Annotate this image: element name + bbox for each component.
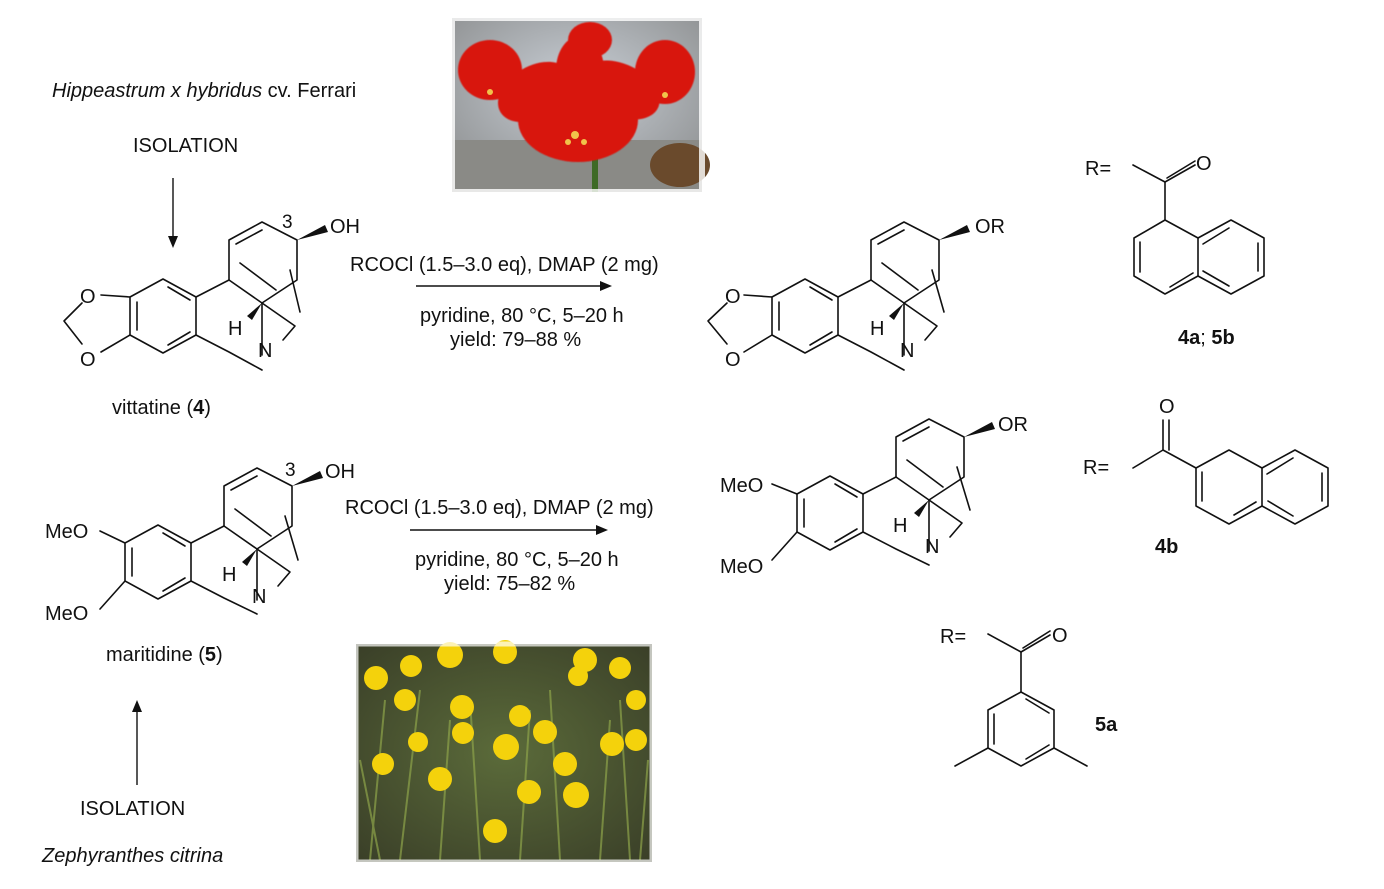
r2-naphthoyl-2-structure [1132, 419, 1329, 525]
bottom-isolation-arrowhead [132, 700, 142, 712]
vittatine-structure [63, 221, 328, 371]
vittatine-c3: 3 [282, 212, 293, 233]
maritidine-label: maritidine (5) [106, 644, 223, 666]
amaryllis-photo [449, 15, 710, 195]
maritidine-structure [99, 467, 323, 615]
maritidine-c3: 3 [285, 460, 296, 481]
product-top-o2: O [725, 349, 741, 371]
top-yield: yield: 79–88 % [450, 329, 581, 351]
r1-compound-labels: 4a; 5b [1178, 327, 1235, 349]
product-top-or: OR [975, 216, 1005, 238]
top-reagents: RCOCl (1.5–3.0 eq), DMAP (2 mg) [350, 254, 659, 276]
vittatine-o2: O [80, 349, 96, 371]
vittatine-o1: O [80, 286, 96, 308]
product-bottom-h: H [893, 515, 907, 537]
product-bottom-structure [771, 418, 995, 566]
bottom-reaction-arrowhead [596, 525, 608, 535]
top-isolation-label: ISOLATION [133, 135, 238, 157]
product-top-o1: O [725, 286, 741, 308]
top-species-label: Hippeastrum x hybridus cv. Ferrari [52, 80, 356, 102]
top-reaction-arrowhead [600, 281, 612, 291]
r2-label: R= [1083, 457, 1109, 479]
r3-dimethylbenzoyl-structure [954, 630, 1088, 767]
product-top-h: H [870, 318, 884, 340]
r2-carbonyl-o: O [1159, 396, 1175, 418]
maritidine-oh: OH [325, 461, 355, 483]
zephyranthes-photo [353, 640, 655, 865]
maritidine-n: N [252, 586, 266, 608]
vittatine-label: vittatine (4) [112, 397, 211, 419]
maritidine-h: H [222, 564, 236, 586]
top-isolation-arrowhead [168, 236, 178, 248]
vittatine-n: N [258, 340, 272, 362]
product-top-n: N [900, 340, 914, 362]
bottom-conditions: pyridine, 80 °C, 5–20 h [415, 549, 619, 571]
r1-label: R= [1085, 158, 1111, 180]
r3-carbonyl-o: O [1052, 625, 1068, 647]
product-top-structure [707, 221, 970, 371]
vittatine-oh: OH [330, 216, 360, 238]
product-bottom-meo1: MeO [720, 475, 763, 497]
bottom-reagents: RCOCl (1.5–3.0 eq), DMAP (2 mg) [345, 497, 654, 519]
r2-compound-label: 4b [1155, 536, 1178, 558]
product-bottom-or: OR [998, 414, 1028, 436]
bottom-isolation-label: ISOLATION [80, 798, 185, 820]
r3-compound-label: 5a [1095, 714, 1118, 736]
bottom-yield: yield: 75–82 % [444, 573, 575, 595]
maritidine-meo2: MeO [45, 603, 88, 625]
r1-carbonyl-o: O [1196, 153, 1212, 175]
vittatine-h: H [228, 318, 242, 340]
bottom-species-label: Zephyranthes citrina [41, 845, 223, 867]
maritidine-meo1: MeO [45, 521, 88, 543]
r3-label: R= [940, 626, 966, 648]
top-conditions: pyridine, 80 °C, 5–20 h [420, 305, 624, 327]
r1-naphthoyl-1-structure [1132, 160, 1265, 295]
product-bottom-meo2: MeO [720, 556, 763, 578]
product-bottom-n: N [925, 536, 939, 558]
